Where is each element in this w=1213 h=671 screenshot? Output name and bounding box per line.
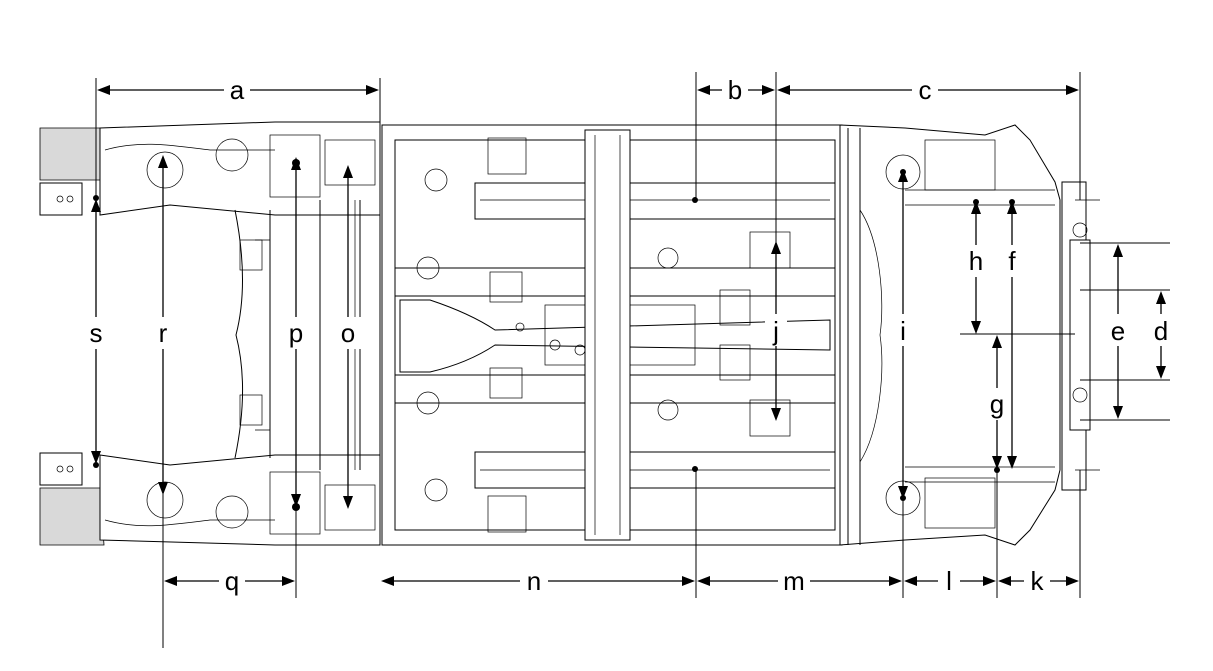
label-r: r [159,318,168,348]
dimension-labels: a b c d e f g h i j k l m n o p q [83,74,1174,597]
label-d: d [1154,316,1168,346]
label-l: l [946,566,952,596]
label-q: q [225,566,239,596]
label-j: j [772,316,779,346]
label-s: s [90,318,103,348]
label-n: n [527,566,541,596]
label-k: k [1031,566,1045,596]
label-a: a [230,75,245,105]
label-c: c [919,75,932,105]
label-p: p [289,318,303,348]
label-e: e [1111,316,1125,346]
vehicle-underbody-frame [39,121,1100,546]
label-b: b [728,75,742,105]
label-o: o [341,318,355,348]
label-i: i [900,316,906,346]
label-g: g [990,389,1004,419]
label-h: h [969,246,983,276]
label-f: f [1008,246,1016,276]
label-m: m [783,566,805,596]
